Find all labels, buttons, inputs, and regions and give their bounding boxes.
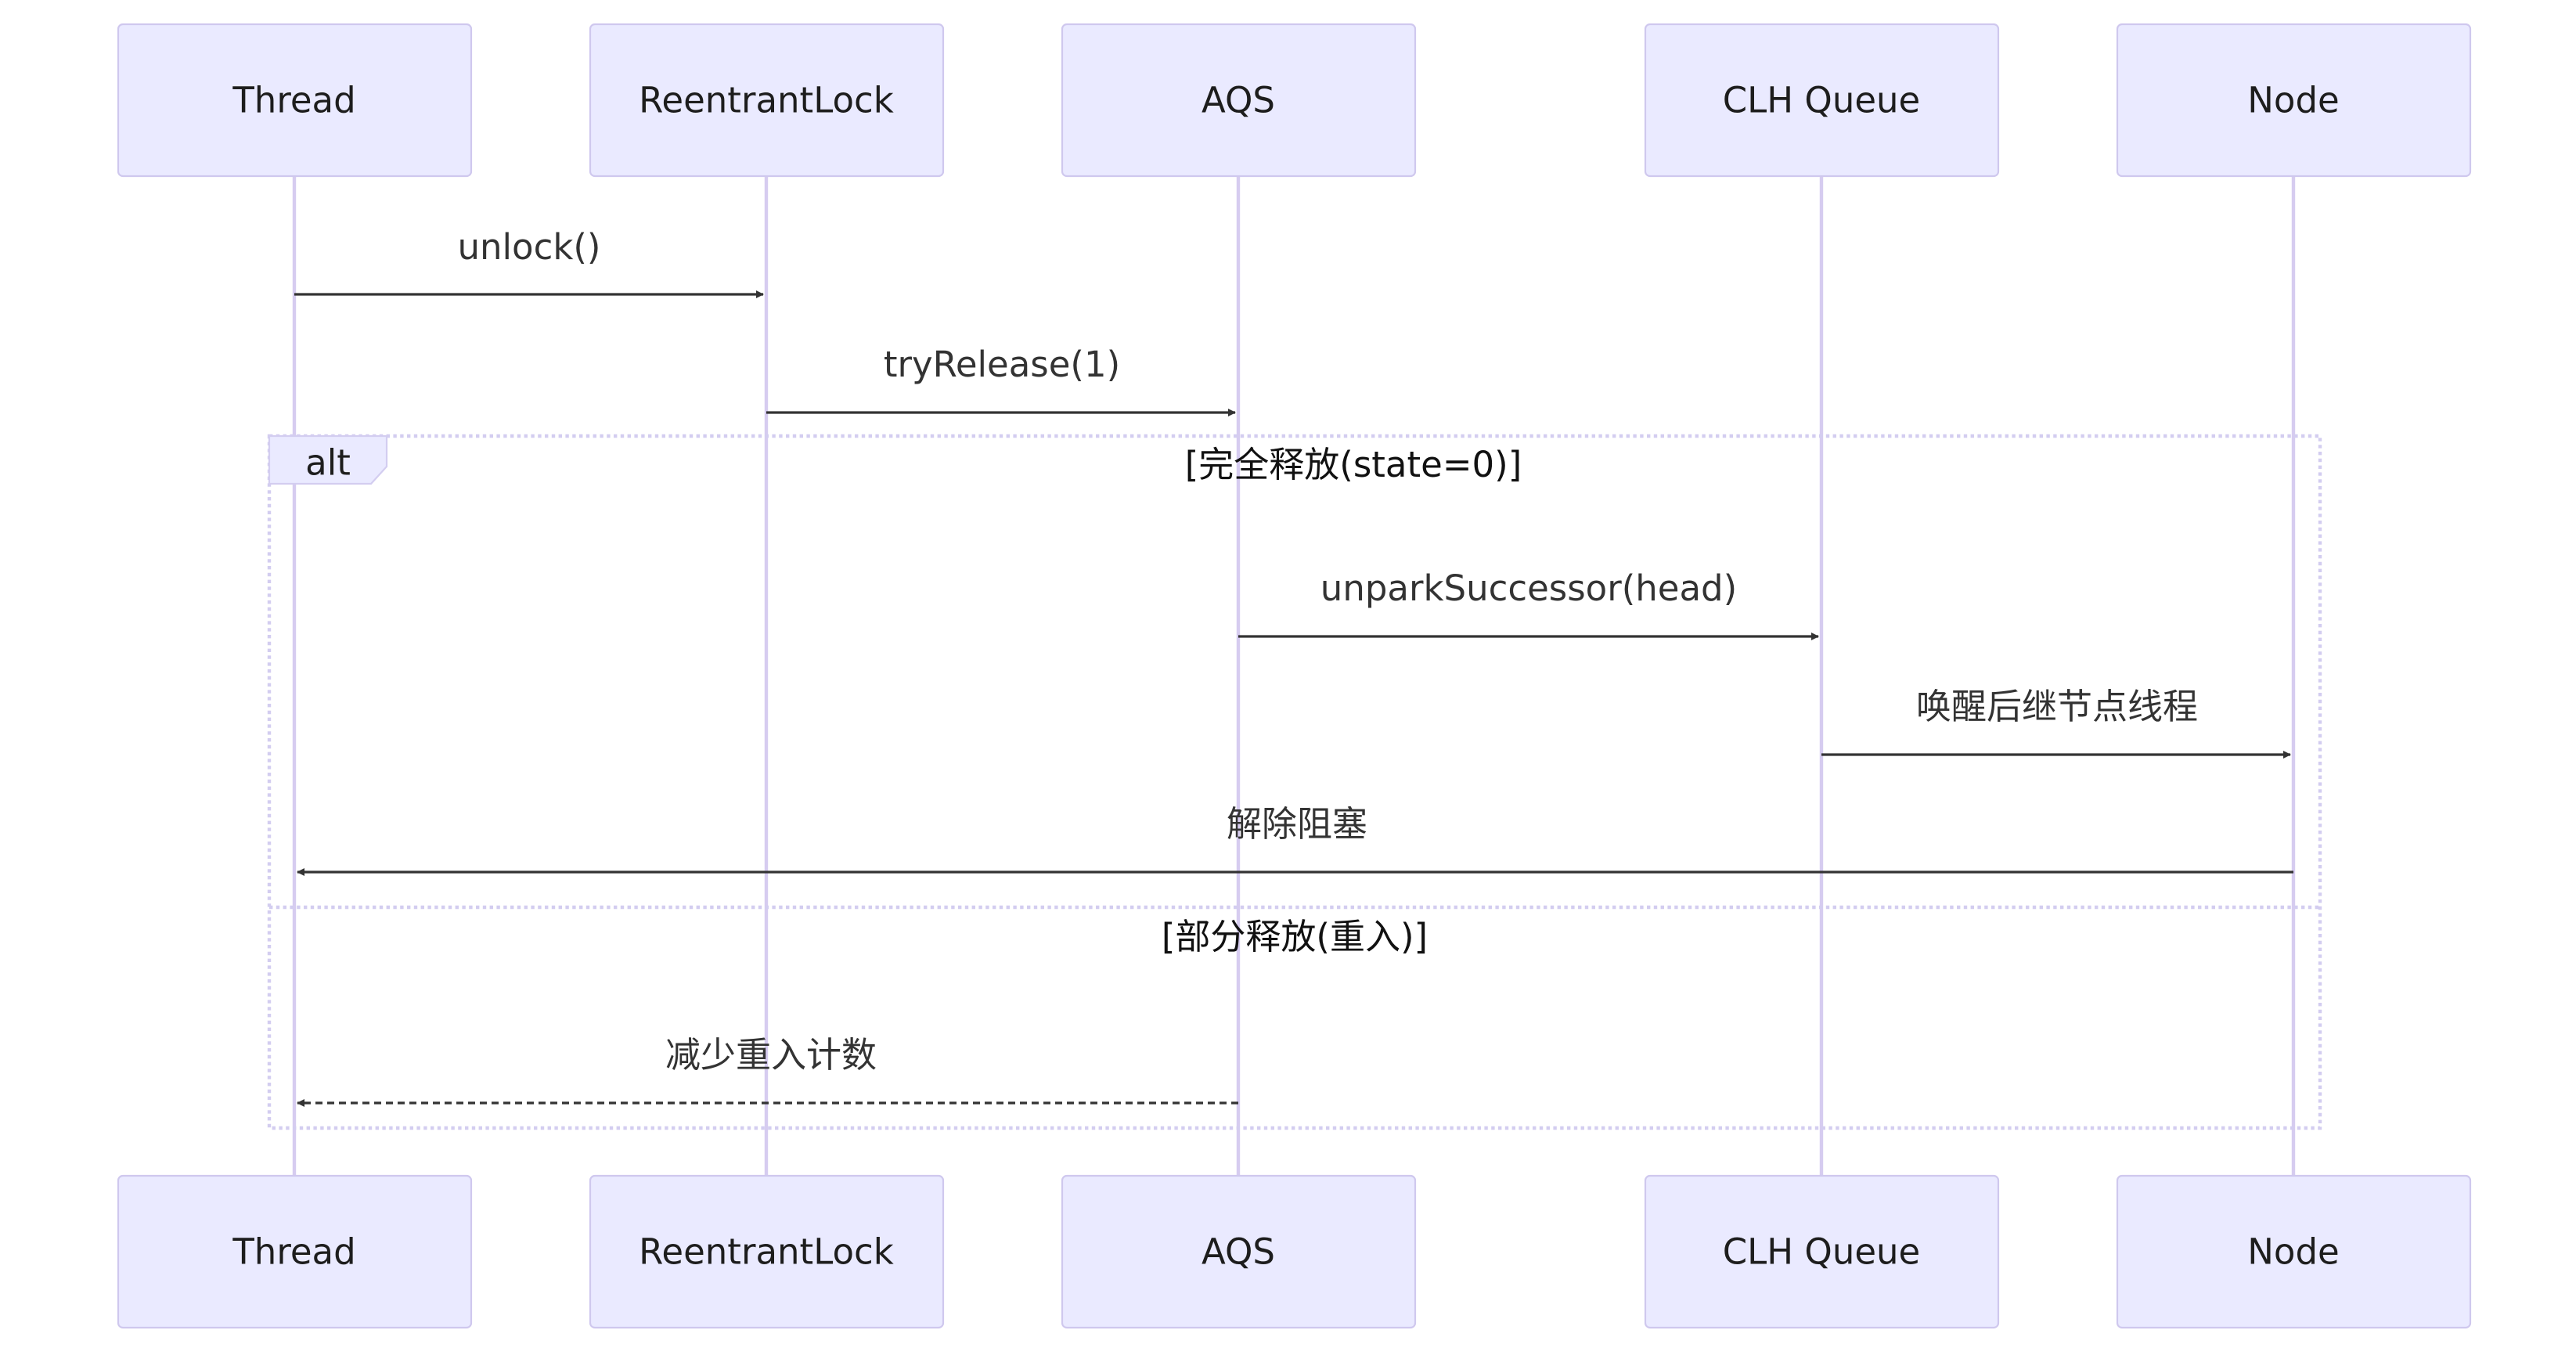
participant-label: CLH Queue [1723, 80, 1920, 121]
message-label-unpark-successor: unparkSuccessor(head) [1320, 568, 1737, 609]
message-label-unblock: 解除阻塞 [1227, 803, 1367, 845]
participant-aqs-bottom: AQS [1061, 1174, 1417, 1329]
participants-top: Thread ReentrantLock AQS CLH Queue Node [117, 23, 2472, 178]
participant-label: CLH Queue [1723, 1231, 1920, 1273]
alt-branch-condition-1: [完全释放(state=0)] [1185, 444, 1522, 485]
participant-node-bottom: Node [2116, 1174, 2472, 1329]
alt-branch-condition-2: [部分释放(重入)] [1162, 916, 1428, 957]
participant-label: ReentrantLock [639, 80, 894, 121]
participant-label: Thread [232, 1231, 355, 1273]
message-label-wake-successor: 唤醒后继节点线程 [1916, 686, 2198, 727]
alt-frame [267, 434, 2322, 1130]
participants-bottom: Thread ReentrantLock AQS CLH Queue Node [117, 1174, 2472, 1329]
message-label-decrease-reentry: 减少重入计数 [665, 1034, 877, 1076]
participant-reentrantlock-bottom: ReentrantLock [589, 1174, 945, 1329]
participant-label: AQS [1202, 1231, 1275, 1273]
participant-thread-top: Thread [117, 23, 473, 178]
participant-label: AQS [1202, 80, 1275, 121]
alt-tab [268, 434, 388, 485]
message-label-tryrelease: tryRelease(1) [884, 344, 1120, 385]
participant-label: Thread [232, 80, 355, 121]
messages: unlock() tryRelease(1) unparkSuccessor(h… [294, 226, 2293, 1107]
alt-keyword: alt [305, 442, 351, 484]
participant-label: Node [2247, 1231, 2339, 1273]
participant-label: Node [2247, 80, 2339, 121]
participant-reentrantlock-top: ReentrantLock [589, 23, 945, 178]
participant-aqs-top: AQS [1061, 23, 1417, 178]
participant-clh-queue-top: CLH Queue [1644, 23, 2000, 178]
participant-thread-bottom: Thread [117, 1174, 473, 1329]
participant-node-top: Node [2116, 23, 2472, 178]
message-label-unlock: unlock() [458, 226, 601, 268]
participant-label: ReentrantLock [639, 1231, 894, 1273]
lifelines [292, 175, 2296, 1176]
alt-fragment: alt [完全释放(state=0)] [部分释放(重入)] [267, 434, 2322, 1130]
participant-clh-queue-bottom: CLH Queue [1644, 1174, 2000, 1329]
